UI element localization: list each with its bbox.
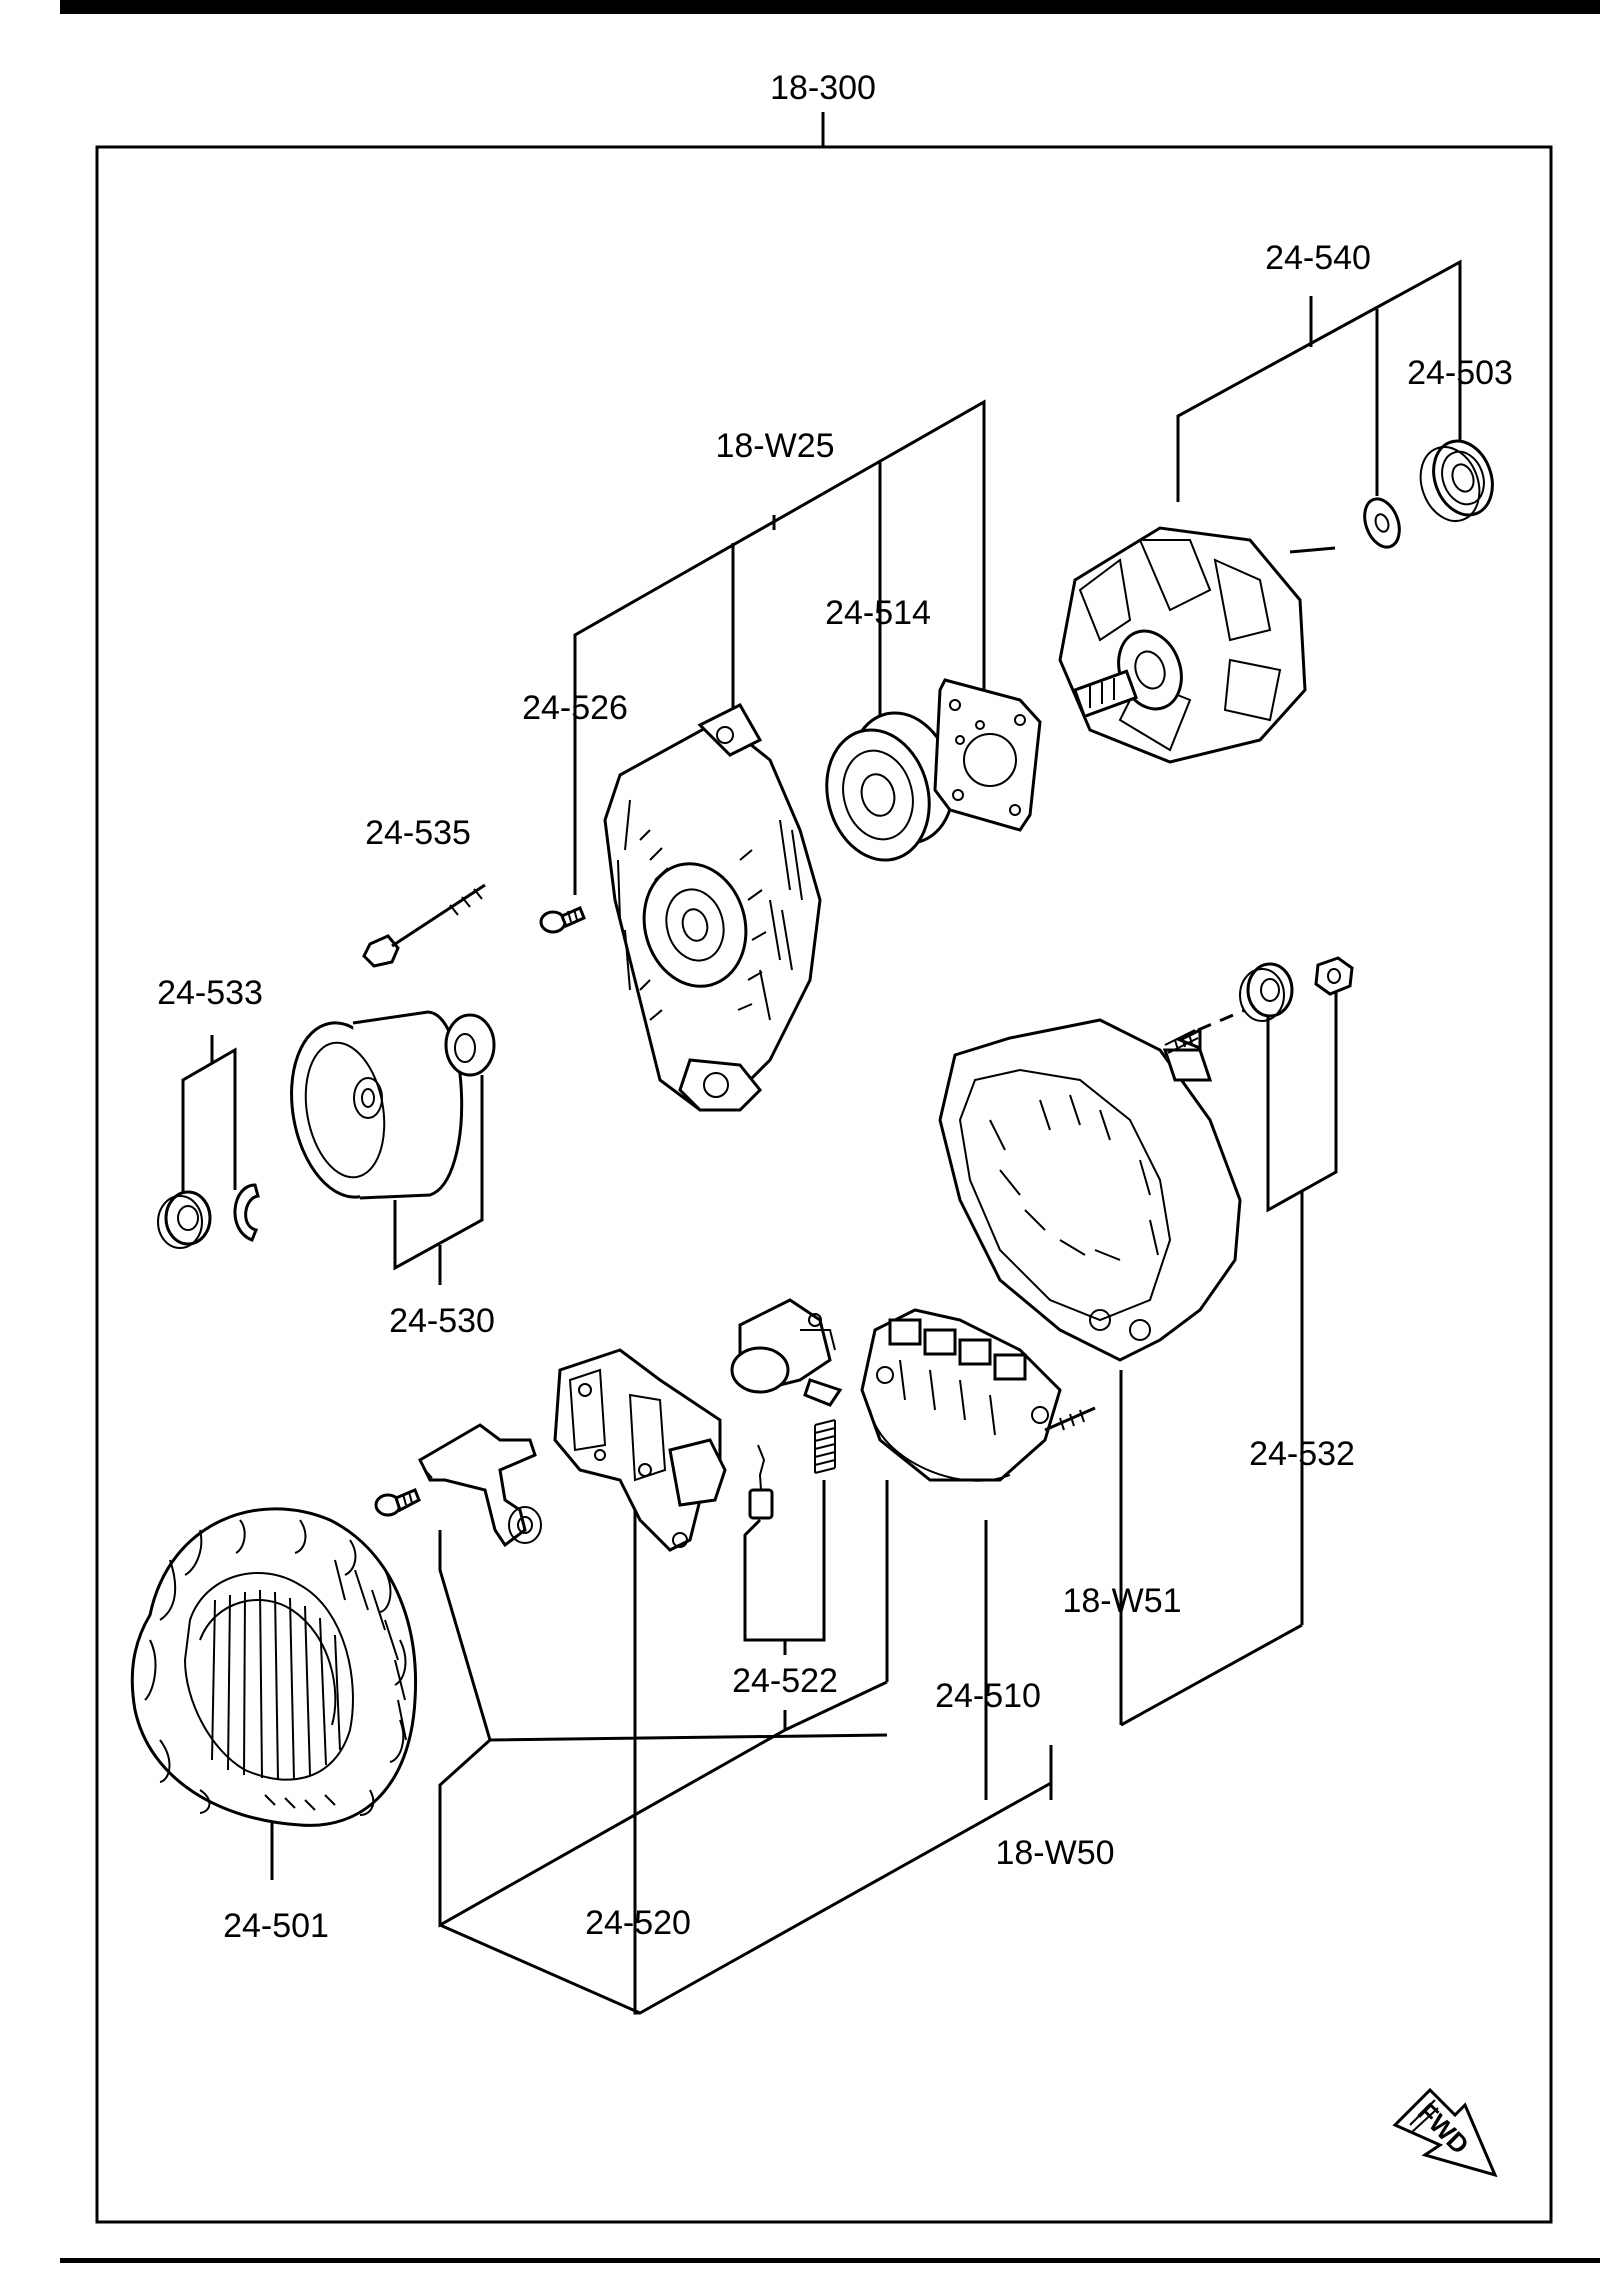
label-24-514: 24-514 — [825, 594, 931, 632]
label-24-540: 24-540 — [1265, 239, 1371, 277]
washer-part — [1363, 497, 1401, 549]
rear-housing-part — [938, 1018, 1242, 1362]
label-18-w50: 18-W50 — [995, 1834, 1114, 1872]
retaining-clip-part — [233, 1183, 260, 1242]
screw-part — [539, 905, 586, 934]
brush-part — [748, 1444, 774, 1520]
label-24-510: 24-510 — [935, 1677, 1041, 1715]
assembly-label: 18-300 — [770, 69, 876, 107]
label-24-522: 24-522 — [732, 1662, 838, 1700]
label-24-526: 24-526 — [522, 689, 628, 727]
front-bearing-part — [825, 711, 955, 862]
leader-lines — [181, 259, 1462, 2015]
label-24-532: 24-532 — [1249, 1435, 1355, 1473]
label-24-501: 24-501 — [223, 1907, 329, 1945]
brush-spring-part — [814, 1419, 836, 1474]
label-24-503: 24-503 — [1407, 354, 1513, 392]
top-rule — [60, 0, 1600, 14]
rotor-part — [1058, 526, 1336, 764]
bracket-screw-part — [374, 1488, 421, 1517]
pulley-part — [290, 1010, 464, 1200]
forward-direction-badge: FWD — [1392, 2087, 1498, 2178]
label-24-530: 24-530 — [389, 1302, 495, 1340]
terminal-bracket-part — [418, 1423, 542, 1548]
bearing-retainer-plate — [933, 678, 1042, 832]
pulley-nut-part — [157, 1190, 212, 1249]
rear-bearing-part — [1419, 439, 1494, 522]
terminal-nut-part — [1314, 956, 1354, 996]
through-bolt-part — [362, 883, 486, 968]
bottom-rule — [60, 2258, 1600, 2263]
stator-part — [130, 1507, 418, 1827]
brush-holder-part — [730, 1298, 843, 1407]
pulley-spacer-part — [444, 1013, 496, 1077]
rectifier-part — [860, 1308, 1096, 1482]
label-18-w25: 18-W25 — [715, 427, 834, 465]
terminal-stud-part — [1164, 1008, 1246, 1054]
regulator-part — [553, 1348, 727, 1552]
label-18-w51: 18-W51 — [1062, 1582, 1181, 1620]
terminal-insulator-part — [1239, 962, 1294, 1022]
label-24-520: 24-520 — [585, 1904, 691, 1942]
label-24-535: 24-535 — [365, 814, 471, 852]
label-24-533: 24-533 — [157, 974, 263, 1012]
front-housing-part — [603, 703, 822, 1112]
